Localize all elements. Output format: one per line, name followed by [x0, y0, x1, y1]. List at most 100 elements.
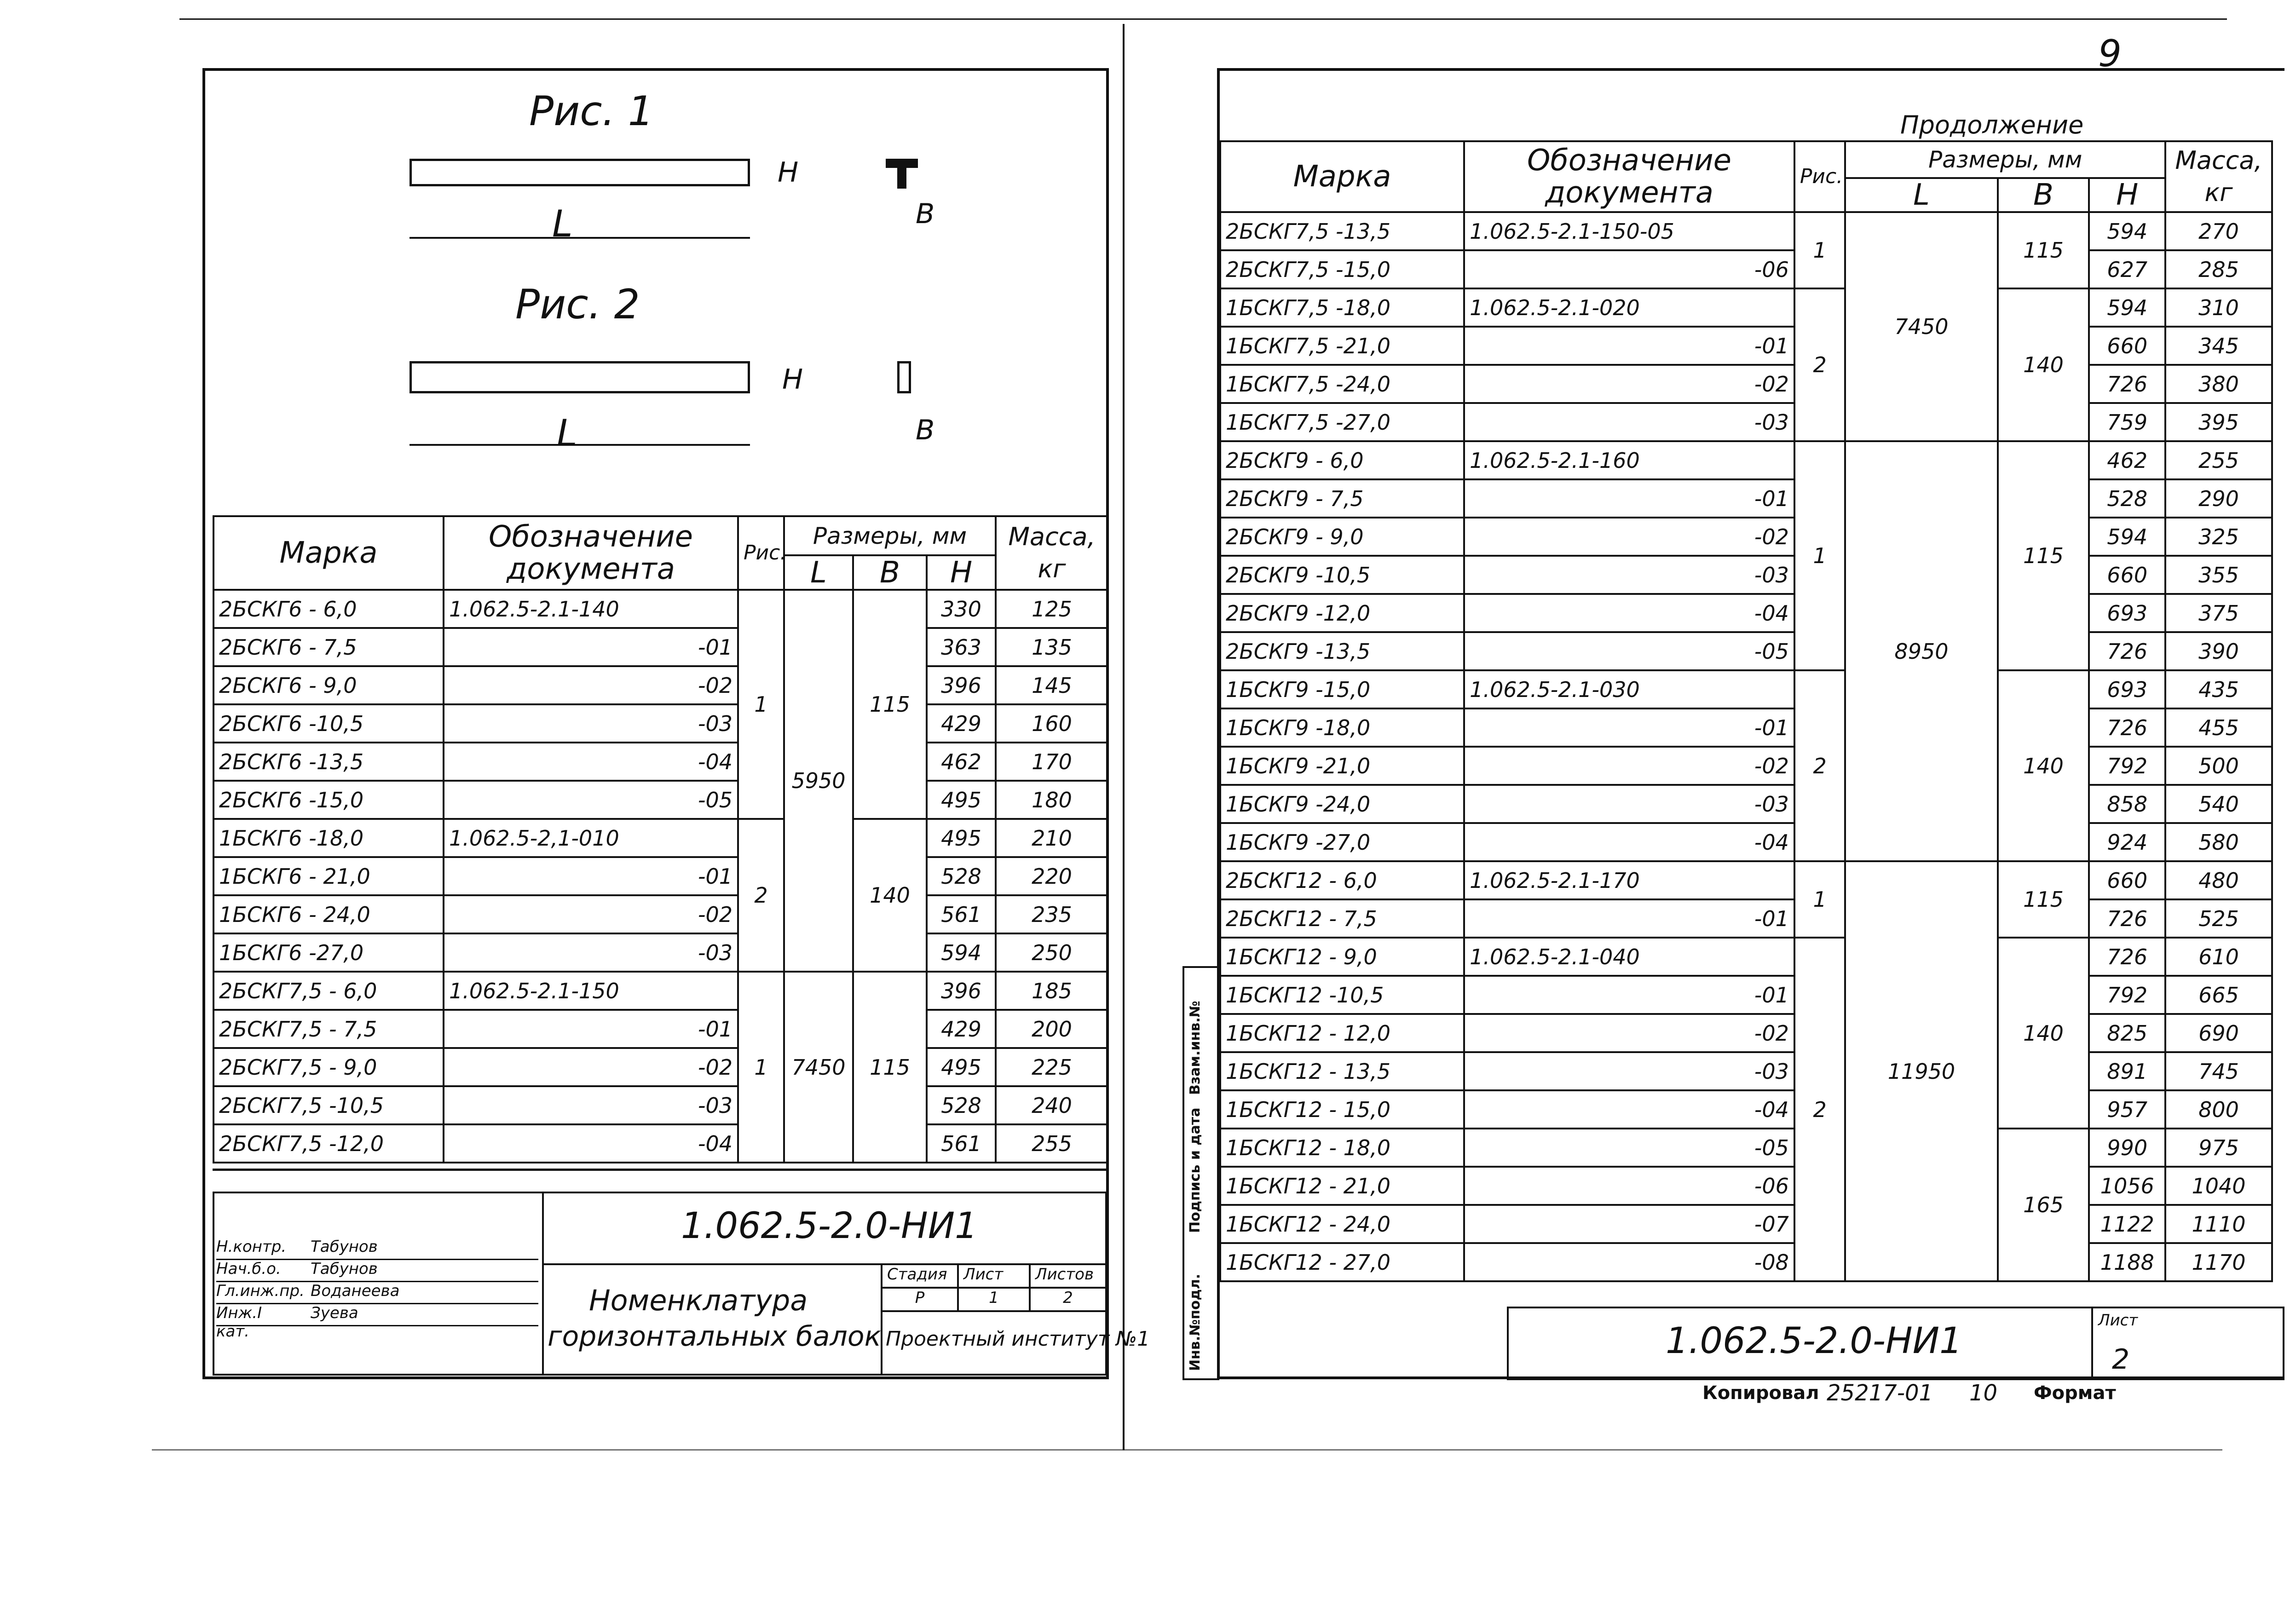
mass-cell: 1110 [2164, 1204, 2273, 1244]
mass-cell: 435 [2164, 669, 2273, 709]
center-divider [1123, 24, 1125, 1450]
side-label: Взам.инв.№ [1187, 1001, 1203, 1095]
h-cell: 396 [926, 665, 997, 705]
r-header-mass: Масса, кг [2164, 140, 2273, 213]
mass-cell: 310 [2164, 288, 2273, 328]
h-cell: 759 [2088, 402, 2167, 442]
right-stamp-code: 1.062.5-2.0-НИ1 [1666, 1320, 1962, 1362]
fig-cell: 2 [1793, 937, 1846, 1282]
doc-cell: -02 [443, 1047, 739, 1087]
r-header-h: H [2088, 177, 2167, 213]
mark-cell: 1БСКГ12 - 21,0 [1219, 1166, 1465, 1206]
doc-cell: -05 [1463, 631, 1795, 671]
h-cell: 825 [2088, 1013, 2167, 1053]
right-stamp-cell [1507, 1307, 2284, 1380]
beam-1-elevation [410, 159, 750, 186]
h-cell: 858 [2088, 784, 2167, 824]
fig-cell: 1 [737, 589, 785, 820]
mark-cell: 2БСКГ7,5 - 6,0 [213, 971, 444, 1011]
fig-cell: 2 [1793, 669, 1846, 862]
mass-cell: 540 [2164, 784, 2273, 824]
doc-cell: -02 [1463, 1013, 1795, 1053]
mark-cell: 2БСКГ6 - 9,0 [213, 665, 444, 705]
h-cell: 561 [926, 1123, 997, 1163]
l-cell: 5950 [783, 589, 854, 973]
right-sheet-frame [1217, 68, 2284, 1379]
doc-cell: -06 [1463, 1166, 1795, 1206]
doc-cell: -02 [1463, 746, 1795, 786]
h-cell: 363 [926, 627, 997, 667]
mass-cell: 220 [995, 856, 1109, 896]
figure-1-label: Рис. 1 [529, 87, 654, 135]
side-label-strip [1182, 966, 1219, 1380]
doc-cell: -04 [1463, 1089, 1795, 1129]
beam-1-height-label: H [778, 156, 799, 189]
beam-1-section-web [897, 168, 906, 189]
mark-cell: 1БСКГ12 - 15,0 [1219, 1089, 1465, 1129]
r-header-b: В [1996, 177, 2090, 213]
b-cell: 115 [1996, 211, 2090, 289]
mark-cell: 2БСКГ9 - 9,0 [1219, 517, 1465, 557]
r-header-fig: Рис. [1793, 140, 1846, 213]
mass-cell: 255 [2164, 440, 2273, 480]
mass-cell: 285 [2164, 249, 2273, 289]
stamp-person-row: Н.контр.Табунов [216, 1238, 538, 1260]
h-cell: 462 [2088, 440, 2167, 480]
doc-cell: -02 [1463, 517, 1795, 557]
mass-cell: 745 [2164, 1051, 2273, 1091]
beam-1-dimension-line [410, 237, 750, 239]
h-cell: 1122 [2088, 1204, 2167, 1244]
mark-cell: 2БСКГ9 -12,0 [1219, 593, 1465, 633]
b-cell: 140 [1996, 288, 2090, 442]
mass-cell: 355 [2164, 555, 2273, 595]
mark-cell: 1БСКГ9 -15,0 [1219, 669, 1465, 709]
stamp-name: Зуева [311, 1304, 358, 1322]
mark-cell: 1БСКГ12 - 13,5 [1219, 1051, 1465, 1091]
footer-num2: 10 [1969, 1380, 1998, 1406]
h-cell: 891 [2088, 1051, 2167, 1091]
doc-cell: -02 [1463, 364, 1795, 404]
h-cell: 924 [2088, 822, 2167, 862]
stamp-title-cell [542, 1263, 883, 1376]
doc-cell: -03 [443, 1085, 739, 1125]
mass-cell: 325 [2164, 517, 2273, 557]
footer-copied: Копировал [1702, 1382, 1819, 1404]
doc-cell: -04 [1463, 593, 1795, 633]
mass-cell: 210 [995, 818, 1109, 858]
mass-cell: 270 [2164, 211, 2273, 251]
mark-cell: 2БСКГ9 -13,5 [1219, 631, 1465, 671]
mass-cell: 975 [2164, 1128, 2273, 1168]
doc-cell: -04 [1463, 822, 1795, 862]
h-cell: 1056 [2088, 1166, 2167, 1206]
h-cell: 693 [2088, 669, 2167, 709]
doc-cell: 1.062.5-2.1-030 [1463, 669, 1795, 709]
mark-cell: 1БСКГ12 - 9,0 [1219, 937, 1465, 977]
mass-cell: 185 [995, 971, 1109, 1011]
doc-cell: -07 [1463, 1204, 1795, 1244]
doc-cell: -01 [443, 627, 739, 667]
h-cell: 726 [2088, 708, 2167, 748]
doc-cell: -01 [1463, 326, 1795, 366]
h-cell: 330 [926, 589, 997, 629]
h-cell: 726 [2088, 631, 2167, 671]
doc-cell: -03 [1463, 555, 1795, 595]
beam-1-length-label: L [552, 202, 573, 245]
